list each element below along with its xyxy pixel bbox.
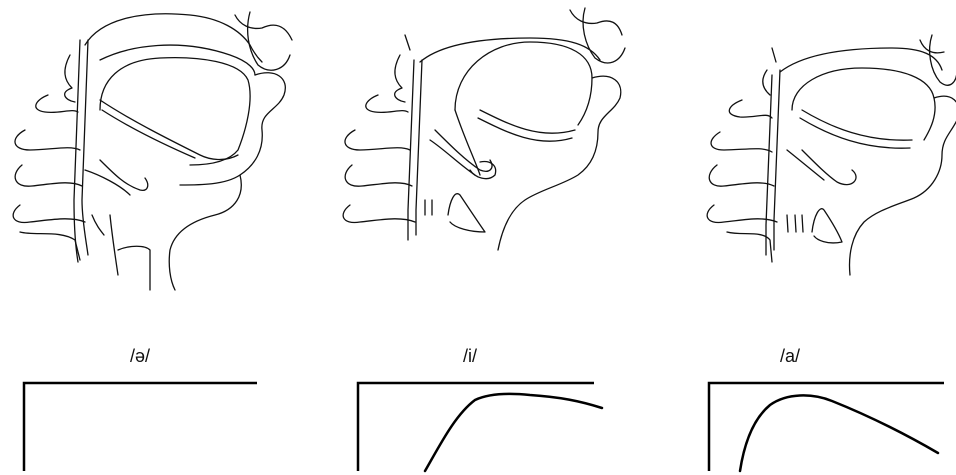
frame-i bbox=[330, 375, 630, 475]
vocal-tract-drawing-i bbox=[330, 0, 650, 300]
frame-a bbox=[652, 375, 956, 475]
vocal-tract-drawing-schwa bbox=[0, 0, 320, 300]
panel-i: /i/ bbox=[330, 0, 630, 471]
vowel-label: /a/ bbox=[750, 346, 830, 367]
panel-a: /a/ bbox=[652, 0, 952, 471]
panel-schwa: /ə/ bbox=[0, 0, 300, 471]
vocal-tract-drawing-a bbox=[652, 0, 956, 300]
vowel-label: /i/ bbox=[430, 346, 510, 367]
frame-schwa bbox=[0, 375, 300, 475]
vowel-label: /ə/ bbox=[100, 346, 180, 367]
